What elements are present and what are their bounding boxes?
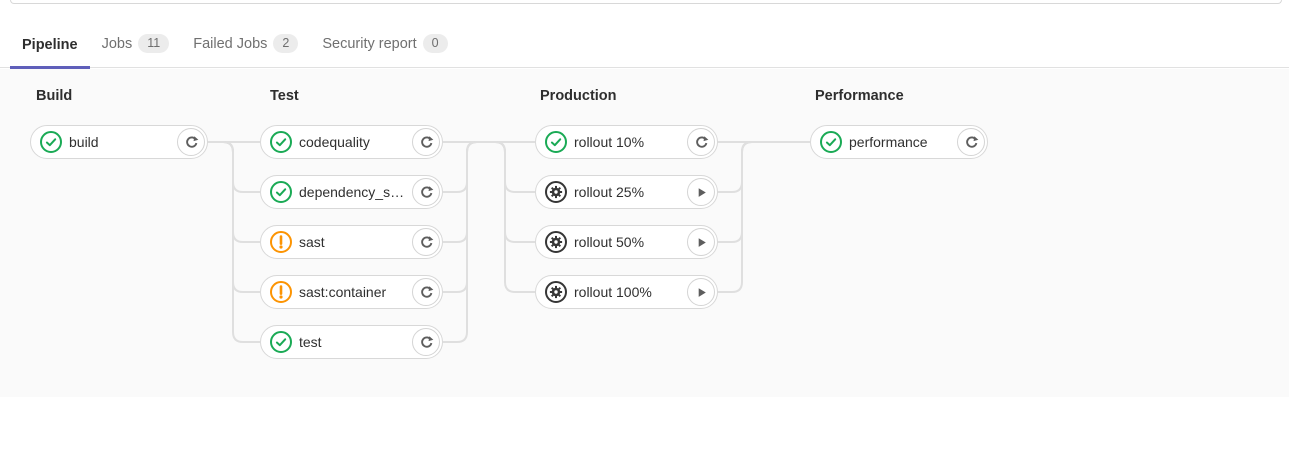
retry-job-button[interactable] (412, 328, 440, 356)
stage-header-production: Production (540, 88, 617, 104)
job-label: rollout 10% (574, 134, 645, 150)
stage-header-test: Test (270, 88, 299, 104)
tab-pipeline[interactable]: Pipeline (10, 37, 90, 69)
job-pill-rollout-10[interactable]: rollout 10% (535, 125, 718, 159)
retry-icon (419, 185, 434, 200)
retry-icon (419, 235, 434, 250)
retry-job-button[interactable] (177, 128, 205, 156)
status-warning-icon (270, 231, 292, 253)
job-label: rollout 100% (574, 284, 652, 300)
status-warning-icon (270, 281, 292, 303)
tab-label: Jobs (101, 35, 133, 52)
retry-icon (419, 285, 434, 300)
tab-count-badge: 0 (422, 34, 448, 53)
play-icon (694, 235, 709, 250)
pipeline-tab-bar: Pipeline Jobs 11 Failed Jobs 2 Security repor… (0, 0, 1289, 69)
job-pill-dependency-s[interactable]: dependency_s… (260, 175, 443, 209)
status-manual-gear-icon (545, 281, 567, 303)
status-success-icon (820, 131, 842, 153)
retry-job-button[interactable] (412, 228, 440, 256)
pipeline-graph-panel: Build build Test codequality dependency_s…sa… (0, 69, 1289, 397)
job-pill-sast[interactable]: sast (260, 225, 443, 259)
tab-label: Pipeline (22, 37, 78, 53)
tab-failed-jobs[interactable]: Failed Jobs 2 (181, 34, 310, 69)
retry-icon (694, 135, 709, 150)
job-pill-rollout-25[interactable]: rollout 25% (535, 175, 718, 209)
tab-jobs[interactable]: Jobs 11 (90, 34, 182, 69)
retry-icon (419, 335, 434, 350)
retry-job-button[interactable] (957, 128, 985, 156)
tab-count-badge: 2 (273, 34, 299, 53)
retry-icon (964, 135, 979, 150)
job-label: build (69, 134, 99, 150)
job-label: rollout 25% (574, 184, 645, 200)
tab-label: Failed Jobs (193, 35, 268, 52)
tab-count-badge: 11 (138, 34, 170, 53)
job-pill-rollout-50[interactable]: rollout 50% (535, 225, 718, 259)
play-job-button[interactable] (687, 278, 715, 306)
tab-label: Security report (322, 35, 417, 52)
retry-job-button[interactable] (412, 278, 440, 306)
job-label: rollout 50% (574, 234, 645, 250)
job-label: sast (299, 234, 325, 250)
stage-header-build: Build (36, 88, 73, 104)
stage-header-performance: Performance (815, 88, 904, 104)
status-manual-gear-icon (545, 231, 567, 253)
retry-icon (184, 135, 199, 150)
status-success-icon (270, 331, 292, 353)
stage-connector-lines (208, 141, 810, 343)
retry-job-button[interactable] (412, 128, 440, 156)
status-success-icon (40, 131, 62, 153)
job-label: sast:container (299, 284, 387, 300)
job-pill-performance[interactable]: performance (810, 125, 988, 159)
play-icon (694, 285, 709, 300)
play-job-button[interactable] (687, 228, 715, 256)
status-success-icon (545, 131, 567, 153)
retry-icon (419, 135, 434, 150)
job-pill-build[interactable]: build (30, 125, 208, 159)
job-pill-test[interactable]: test (260, 325, 443, 359)
job-label: performance (849, 134, 928, 150)
retry-job-button[interactable] (687, 128, 715, 156)
status-success-icon (270, 181, 292, 203)
status-success-icon (270, 131, 292, 153)
job-pill-rollout-100[interactable]: rollout 100% (535, 275, 718, 309)
job-pill-sast-container[interactable]: sast:container (260, 275, 443, 309)
status-manual-gear-icon (545, 181, 567, 203)
job-pill-codequality[interactable]: codequality (260, 125, 443, 159)
tab-security-report[interactable]: Security report 0 (310, 34, 459, 69)
job-label: codequality (299, 134, 370, 150)
play-job-button[interactable] (687, 178, 715, 206)
job-label: test (299, 334, 322, 350)
job-label: dependency_s… (299, 184, 405, 200)
retry-job-button[interactable] (412, 178, 440, 206)
play-icon (694, 185, 709, 200)
